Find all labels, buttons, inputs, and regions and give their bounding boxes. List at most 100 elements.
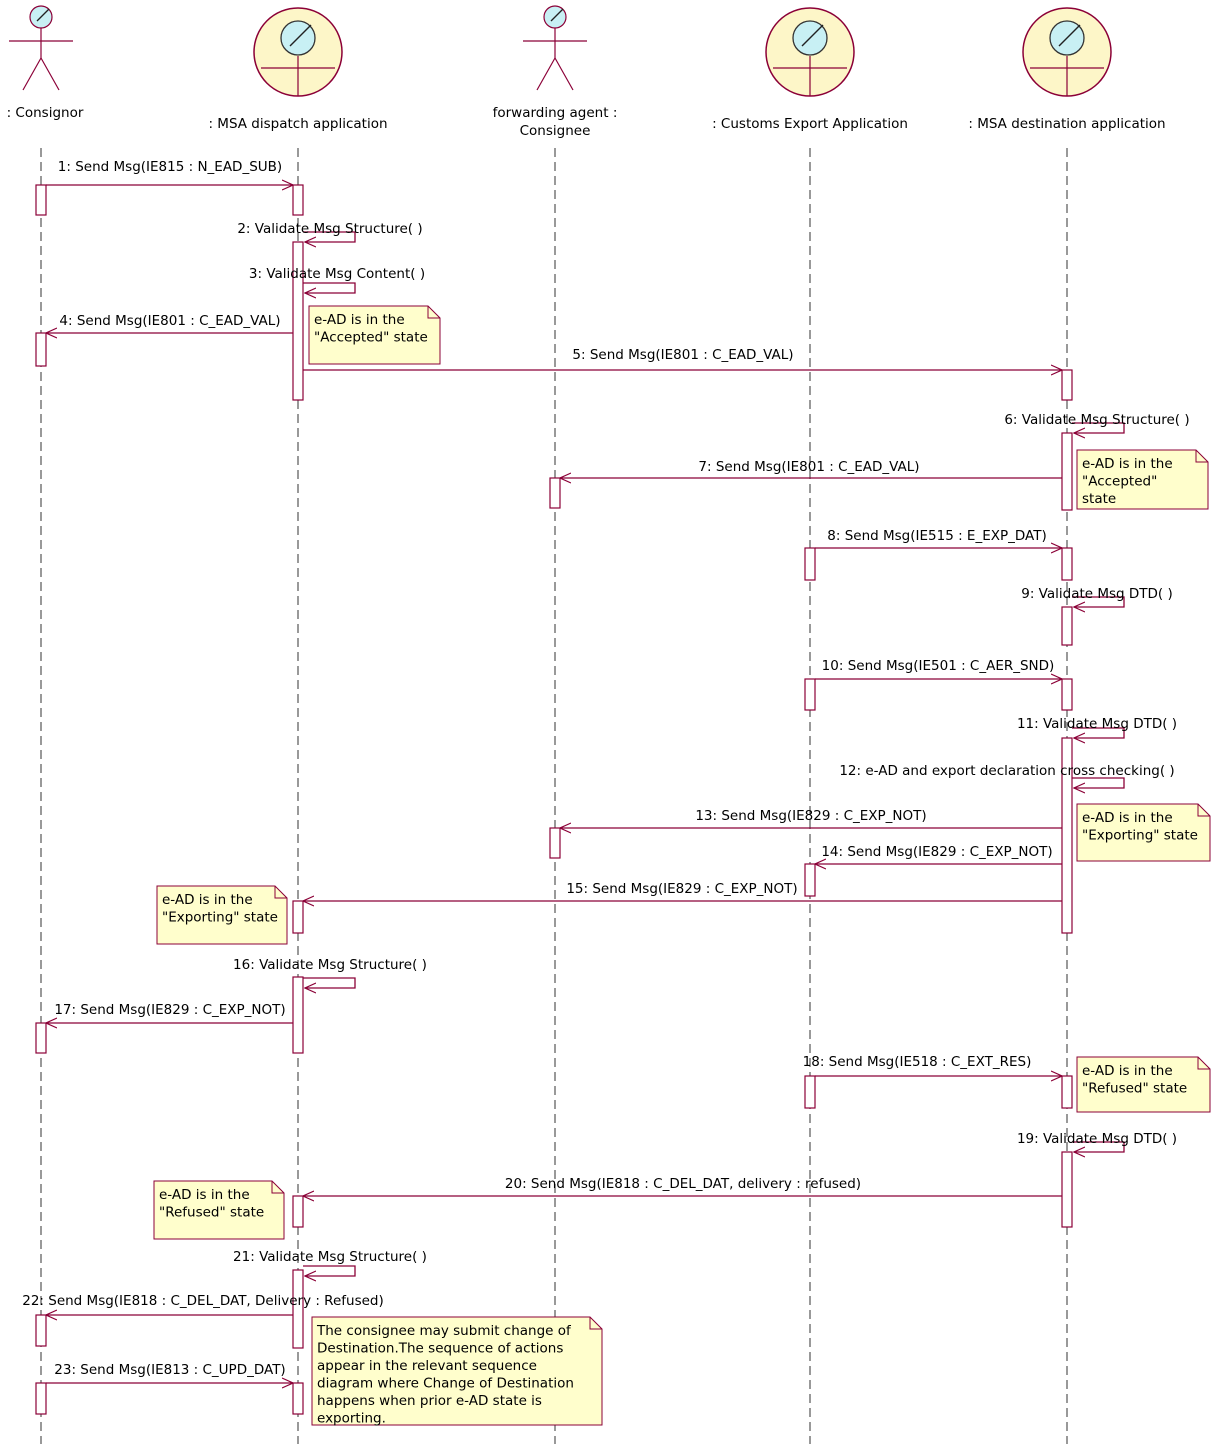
self-message-arrow xyxy=(1072,727,1125,738)
message: 10: Send Msg(IE501 : C_AER_SND) xyxy=(815,658,1062,679)
self-message-arrow xyxy=(303,231,356,242)
note-text: state xyxy=(1082,491,1116,507)
note-text: "Accepted" xyxy=(1082,474,1157,490)
note-text: happens when prior e-AD state is xyxy=(317,1393,542,1409)
message-label: 21: Validate Msg Structure( ) xyxy=(233,1249,427,1265)
message: 2: Validate Msg Structure( ) xyxy=(237,221,423,242)
note: e-AD is in the"Accepted"state xyxy=(1076,449,1209,510)
message: 23: Send Msg(IE813 : C_UPD_DAT) xyxy=(46,1362,293,1383)
message-label: 10: Send Msg(IE501 : C_AER_SND) xyxy=(822,658,1055,674)
participant-label: : MSA destination application xyxy=(968,116,1165,132)
boundary-icon xyxy=(765,7,855,97)
participant-label: : MSA dispatch application xyxy=(208,116,387,132)
self-message-arrow xyxy=(1072,596,1125,607)
activation-bar xyxy=(35,1382,47,1415)
message: 12: e-AD and export declaration cross ch… xyxy=(839,763,1175,788)
note-text: e-AD is in the xyxy=(159,1187,250,1203)
note: e-AD is in the "Accepted" state xyxy=(308,305,441,365)
note-text: "Refused" state xyxy=(1082,1081,1187,1097)
message-label: 20: Send Msg(IE818 : C_DEL_DAT, delivery… xyxy=(505,1176,861,1192)
activation-bar xyxy=(804,1075,816,1109)
message: 3: Validate Msg Content( ) xyxy=(249,266,425,293)
message-label: 3: Validate Msg Content( ) xyxy=(249,266,425,282)
message: 9: Validate Msg DTD( ) xyxy=(1021,586,1173,607)
activation-bar xyxy=(292,1382,304,1415)
note-text: e-AD is in the xyxy=(1082,810,1173,826)
self-message-arrow xyxy=(1072,777,1125,788)
note-text: Destination.The sequence of actions xyxy=(317,1341,563,1357)
message-label: 11: Validate Msg DTD( ) xyxy=(1017,716,1177,732)
message: 20: Send Msg(IE818 : C_DEL_DAT, delivery… xyxy=(303,1176,1062,1196)
message-label: 16: Validate Msg Structure( ) xyxy=(233,957,427,973)
message: 8: Send Msg(IE515 : E_EXP_DAT) xyxy=(815,528,1062,548)
note-text: "Refused" state xyxy=(159,1205,264,1221)
activation-bar xyxy=(292,900,304,934)
message: 6: Validate Msg Structure( ) xyxy=(1004,412,1190,433)
self-message-arrow xyxy=(303,282,356,293)
note-text: appear in the relevant sequence xyxy=(317,1358,537,1374)
activation-bar xyxy=(1061,1075,1073,1109)
activation-bar xyxy=(804,863,816,897)
message-label: 12: e-AD and export declaration cross ch… xyxy=(839,763,1174,779)
activation-bar xyxy=(549,827,561,859)
message-label: 6: Validate Msg Structure( ) xyxy=(1004,412,1189,428)
note-text: e-AD is in the xyxy=(314,312,405,328)
self-message-arrow xyxy=(1072,1141,1125,1152)
activation-bar xyxy=(292,241,304,401)
note-text: The consignee may submit change of xyxy=(316,1323,572,1339)
message: 22: Send Msg(IE818 : C_DEL_DAT, Delivery… xyxy=(22,1293,384,1315)
message-label: 18: Send Msg(IE518 : C_EXT_RES) xyxy=(803,1054,1032,1070)
message-label: 13: Send Msg(IE829 : C_EXP_NOT) xyxy=(695,808,926,824)
activation-bar xyxy=(35,332,47,367)
activation-bar xyxy=(35,1022,47,1054)
message: 21: Validate Msg Structure( ) xyxy=(233,1249,427,1276)
message-label: 4: Send Msg(IE801 : C_EAD_VAL) xyxy=(59,313,280,329)
activation-bar xyxy=(804,678,816,711)
note-text: exporting. xyxy=(317,1411,386,1427)
actor-icon xyxy=(9,5,73,91)
note: e-AD is in the "Exporting" state xyxy=(1076,803,1211,862)
message: 14: Send Msg(IE829 : C_EXP_NOT) xyxy=(815,844,1062,864)
participant-label: : Customs Export Application xyxy=(712,116,908,132)
activation-bar xyxy=(292,1269,304,1349)
message: 7: Send Msg(IE801 : C_EAD_VAL) xyxy=(560,459,1062,478)
self-message-arrow xyxy=(1072,422,1125,433)
participant-customs: : Customs Export Application xyxy=(712,7,908,1444)
message-label: 1: Send Msg(IE815 : N_EAD_SUB) xyxy=(58,159,282,175)
note: e-AD is in the"Exporting" state xyxy=(156,885,288,945)
actor-icon xyxy=(523,5,587,91)
message: 1: Send Msg(IE815 : N_EAD_SUB) xyxy=(46,159,293,185)
message-label: 22: Send Msg(IE818 : C_DEL_DAT, Delivery… xyxy=(22,1293,384,1309)
activation-bar xyxy=(1061,369,1073,401)
note-text: e-AD is in the xyxy=(1082,1063,1173,1079)
message: 5: Send Msg(IE801 : C_EAD_VAL) xyxy=(303,347,1062,370)
activation-bar xyxy=(804,547,816,581)
participant-agent: forwarding agent :Consignee xyxy=(493,5,617,1444)
self-message-arrow xyxy=(303,1265,356,1276)
message: 18: Send Msg(IE518 : C_EXT_RES) xyxy=(803,1054,1062,1076)
activation-bar xyxy=(292,976,304,1054)
message-label: 15: Send Msg(IE829 : C_EXP_NOT) xyxy=(566,881,797,897)
boundary-icon xyxy=(1022,7,1112,97)
message: 11: Validate Msg DTD( ) xyxy=(1017,716,1177,738)
note-text: "Exporting" state xyxy=(1082,828,1198,844)
self-message-arrow xyxy=(303,977,356,988)
note-text: "Accepted" state xyxy=(314,330,428,346)
participant-label: Consignee xyxy=(520,123,591,139)
activation-bar xyxy=(1061,678,1073,711)
participant-consignor: : Consignor xyxy=(7,5,84,1444)
participant-dispatch: : MSA dispatch application xyxy=(208,7,388,1444)
message-label: 7: Send Msg(IE801 : C_EAD_VAL) xyxy=(698,459,919,475)
message-label: 5: Send Msg(IE801 : C_EAD_VAL) xyxy=(572,347,793,363)
message: 13: Send Msg(IE829 : C_EXP_NOT) xyxy=(560,808,1062,828)
boundary-icon xyxy=(253,7,343,97)
participant-label: : Consignor xyxy=(7,105,84,121)
activation-bar xyxy=(1061,432,1073,511)
message-label: 17: Send Msg(IE829 : C_EXP_NOT) xyxy=(54,1002,285,1018)
activation-bar xyxy=(1061,606,1073,646)
activation-bar xyxy=(1061,547,1073,581)
activation-bar xyxy=(1061,1151,1073,1228)
message-label: 9: Validate Msg DTD( ) xyxy=(1021,586,1173,602)
note: e-AD is in the "Refused" state xyxy=(1076,1056,1211,1113)
message-label: 19: Validate Msg DTD( ) xyxy=(1017,1131,1177,1147)
